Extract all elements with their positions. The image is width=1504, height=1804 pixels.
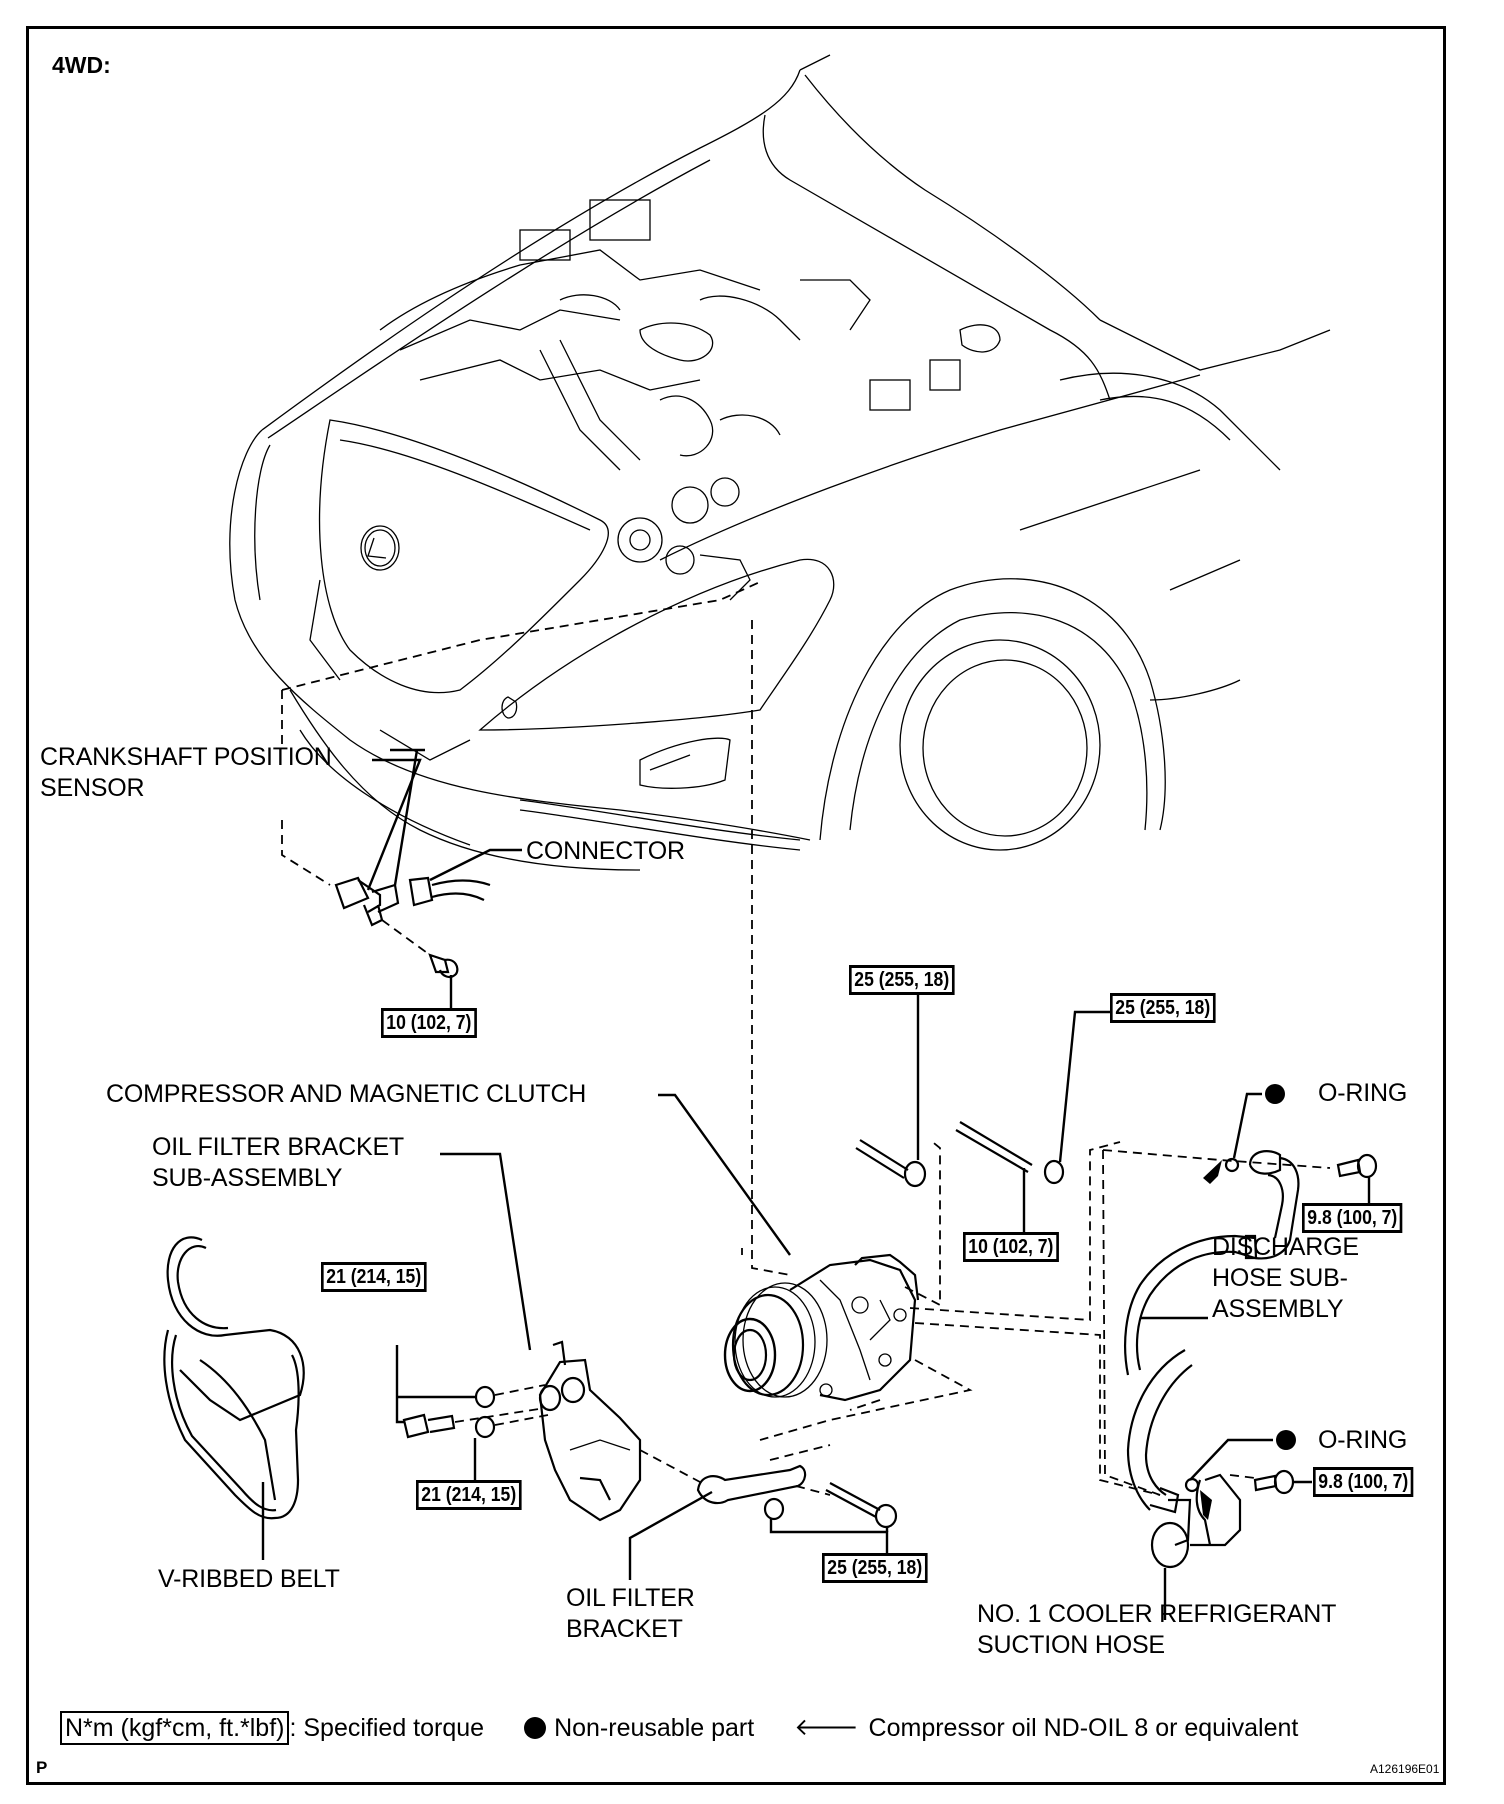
torque-sensor-bolt: 10 (102, 7) xyxy=(381,1008,477,1038)
compressor-label: COMPRESSOR AND MAGNETIC CLUTCH xyxy=(106,1080,587,1108)
oil-filter-bracket-group xyxy=(163,1152,898,1580)
legend-oil: Compressor oil ND-OIL 8 or equivalent xyxy=(868,1714,1299,1742)
crankshaft-sensor-group xyxy=(281,581,761,1022)
torque-compressor-bolt-upper: 25 (255, 18) xyxy=(849,965,955,995)
discharge-hose-label: DISCHARGE HOSE SUB- ASSEMBLY xyxy=(1212,1232,1359,1325)
legend-torque-units: N*m (kgf*cm, ft.*lbf) xyxy=(60,1711,290,1745)
discharge-hose-label-line2: HOSE SUB- xyxy=(1212,1264,1348,1292)
oil-filter-bracket-label-line2: BRACKET xyxy=(566,1615,683,1643)
vehicle-front-illustration xyxy=(229,54,1331,871)
non-reusable-dot-icon xyxy=(524,1717,547,1739)
figure-code: A126196E01 xyxy=(1370,1762,1440,1776)
crankshaft-sensor-label-line2: SENSOR xyxy=(40,774,145,802)
suction-hose-label: NO. 1 COOLER REFRIGERANT SUCTION HOSE xyxy=(977,1599,1336,1661)
oil-arrow-icon: 🡐 xyxy=(794,1714,859,1741)
torque-compressor-nut-upper: 25 (255, 18) xyxy=(1110,993,1216,1023)
diagram-frame xyxy=(26,26,1446,1785)
discharge-hose-label-line1: DISCHARGE xyxy=(1212,1233,1359,1261)
torque-compressor-stud: 10 (102, 7) xyxy=(963,1232,1059,1262)
crankshaft-sensor-label: CRANKSHAFT POSITION SENSOR xyxy=(40,742,332,804)
discharge-hose-label-line3: ASSEMBLY xyxy=(1212,1295,1344,1323)
oil-filter-bracket-label-line1: OIL FILTER xyxy=(566,1584,695,1612)
suction-hose-label-line1: NO. 1 COOLER REFRIGERANT xyxy=(977,1600,1337,1628)
torque-bracket-sub-lower: 21 (214, 15) xyxy=(416,1480,522,1510)
torque-suction-bolt: 9.8 (100, 7) xyxy=(1313,1467,1414,1497)
suction-hose-group xyxy=(1126,1349,1312,1620)
oil-filter-bracket-label: OIL FILTER BRACKET xyxy=(566,1583,695,1645)
o-ring-lower-label: O-RING xyxy=(1318,1426,1408,1454)
oil-filter-bracket-sub-label-line2: SUB-ASSEMBLY xyxy=(152,1164,343,1192)
legend-torque-desc: : Specified torque xyxy=(289,1714,485,1742)
diagram-title: 4WD: xyxy=(52,52,111,78)
torque-discharge-bolt: 9.8 (100, 7) xyxy=(1302,1203,1403,1233)
torque-bracket-sub-upper: 21 (214, 15) xyxy=(321,1262,427,1292)
oil-filter-bracket-sub-label-line1: OIL FILTER BRACKET xyxy=(152,1133,405,1161)
compressor-group xyxy=(658,620,1161,1496)
legend-non-reusable: Non-reusable part xyxy=(554,1714,755,1742)
torque-bracket-lower: 25 (255, 18) xyxy=(822,1553,928,1583)
v-ribbed-belt-label: V-RIBBED BELT xyxy=(158,1565,340,1593)
crankshaft-sensor-label-line1: CRANKSHAFT POSITION xyxy=(40,743,332,771)
legend: N*m (kgf*cm, ft.*lbf) : Specified torque… xyxy=(60,1711,1298,1745)
o-ring-upper-label: O-RING xyxy=(1318,1079,1408,1107)
suction-hose-label-line2: SUCTION HOSE xyxy=(977,1631,1165,1659)
connector-label: CONNECTOR xyxy=(526,837,685,865)
page-marker: P xyxy=(36,1758,48,1777)
oil-filter-bracket-sub-label: OIL FILTER BRACKET SUB-ASSEMBLY xyxy=(152,1132,404,1194)
